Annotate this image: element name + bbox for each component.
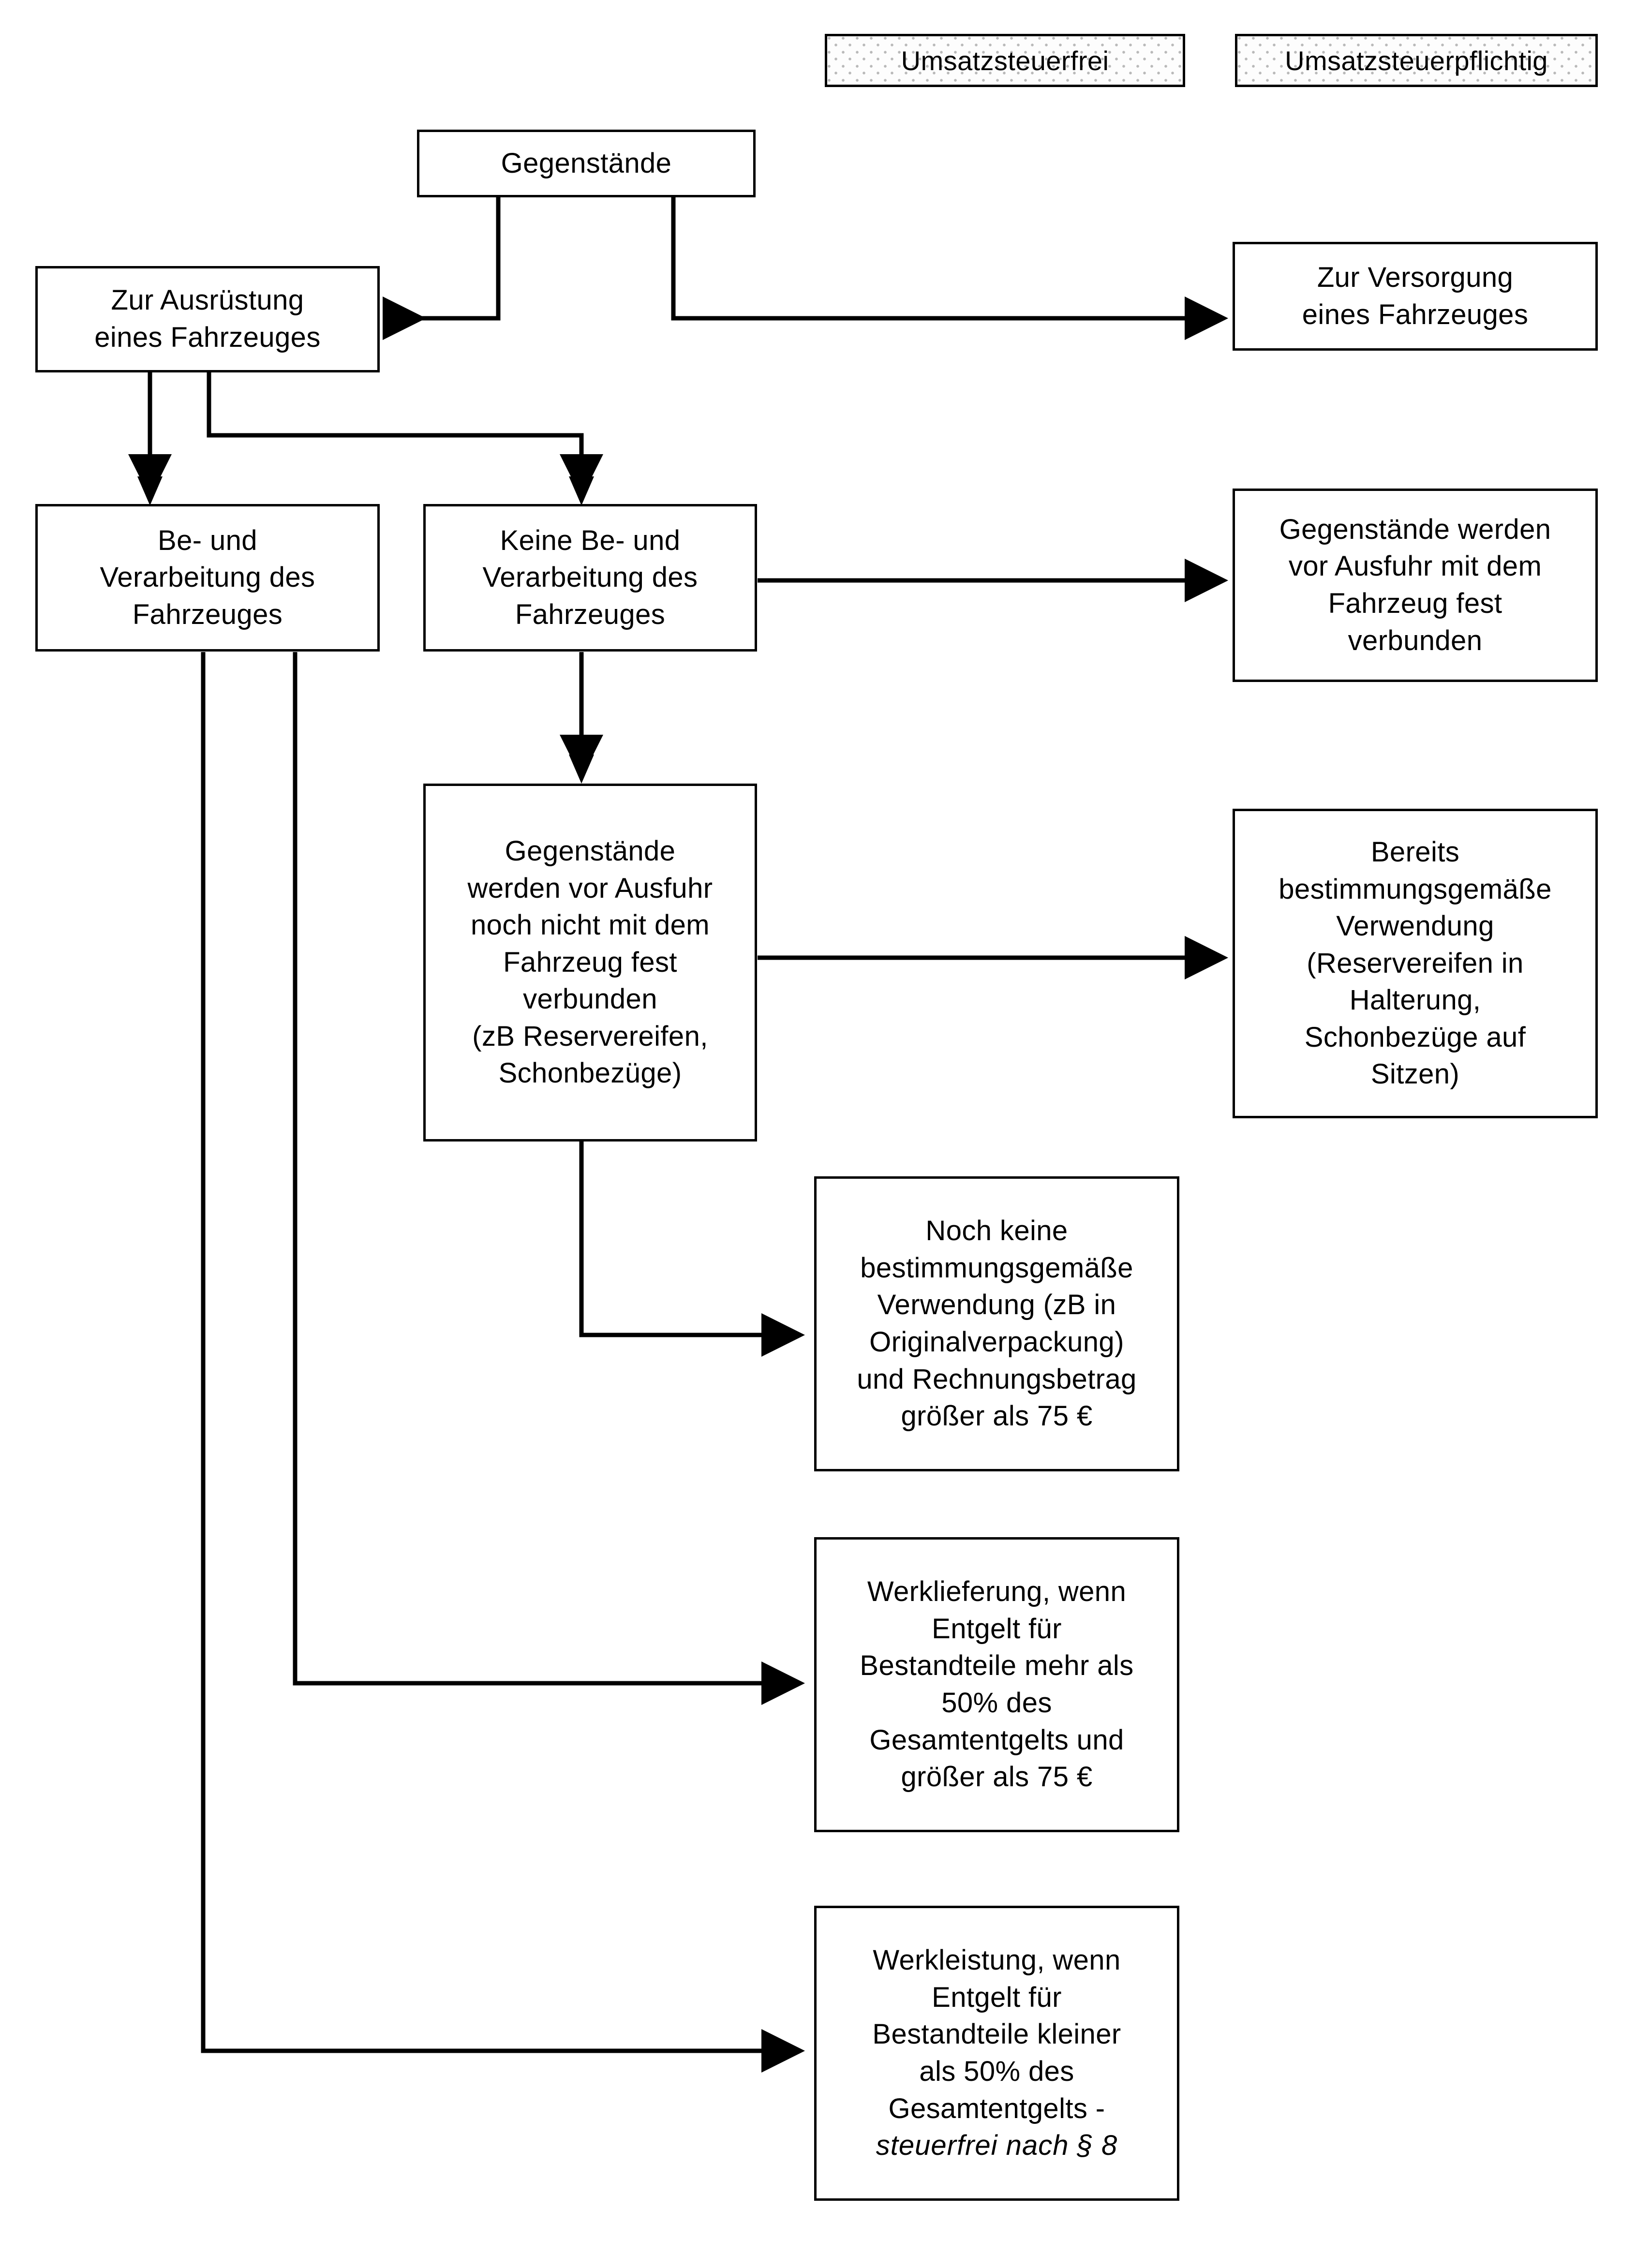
node-fest-verbunden-label: Gegenstände werden vor Ausfuhr mit dem F…: [1279, 513, 1551, 656]
node-zur-versorgung-label: Zur Versorgung eines Fahrzeuges: [1302, 261, 1529, 330]
node-keine-be-und-verarbeitung-label: Keine Be- und Verarbeitung des Fahrzeuge…: [482, 524, 698, 630]
node-noch-keine-bestimmungsgemaesse-label: Noch keine bestimmungsgemäße Verwendung …: [857, 1215, 1137, 1432]
edge-gegenstaende-ausruestung: [383, 196, 501, 340]
edge-beverarbeitung-werklieferung: [293, 652, 805, 1705]
legend-taxable-label: Umsatzsteuerpflichtig: [1285, 45, 1548, 76]
node-werkleistung: Werkleistung, wenn Entgelt für Bestandte…: [814, 1906, 1179, 2201]
node-bereits-bestimmungsgemaesse: Bereits bestimmungsgemäße Verwendung (Re…: [1233, 809, 1598, 1118]
edge-ausruestung-keinebeverarbeitung: [207, 372, 603, 498]
arrowhead-down-beverarbeitung: [137, 476, 163, 505]
legend-tax-free: Umsatzsteuerfrei: [825, 34, 1185, 87]
node-gegenstaende: Gegenstände: [417, 130, 756, 197]
node-zur-ausruestung-label: Zur Ausrüstung eines Fahrzeuges: [94, 284, 321, 353]
node-noch-nicht-verbunden-label: Gegenstände werden vor Ausfuhr noch nich…: [467, 835, 713, 1089]
node-be-und-verarbeitung-label: Be- und Verarbeitung des Fahrzeuges: [100, 524, 315, 630]
edge-nochnicht-nochkeine: [579, 1141, 805, 1357]
legend-tax-free-label: Umsatzsteuerfrei: [901, 45, 1109, 76]
node-werklieferung: Werklieferung, wenn Entgelt für Bestandt…: [814, 1537, 1179, 1832]
node-werkleistung-body: Werkleistung, wenn Entgelt für Bestandte…: [817, 1942, 1177, 2164]
edge-beverarbeitung-werkleistung: [201, 652, 805, 2073]
node-werkleistung-main: Werkleistung, wenn Entgelt für Bestandte…: [872, 1944, 1121, 2124]
arrowheads-down: [137, 476, 594, 784]
node-werkleistung-italic: steuerfrei nach § 8: [876, 2130, 1118, 2162]
node-keine-be-und-verarbeitung: Keine Be- und Verarbeitung des Fahrzeuge…: [423, 504, 757, 652]
node-be-und-verarbeitung: Be- und Verarbeitung des Fahrzeuges: [35, 504, 380, 652]
edge-gegenstaende-versorgung: [671, 196, 1228, 340]
node-zur-ausruestung: Zur Ausrüstung eines Fahrzeuges: [35, 266, 380, 372]
arrowhead-down-keine: [569, 476, 594, 505]
node-gegenstaende-label: Gegenstände: [501, 147, 672, 179]
arrowhead-down-nochnicht: [569, 755, 594, 784]
node-noch-nicht-verbunden: Gegenstände werden vor Ausfuhr noch nich…: [423, 784, 757, 1141]
legend-taxable: Umsatzsteuerpflichtig: [1235, 34, 1598, 87]
node-zur-versorgung: Zur Versorgung eines Fahrzeuges: [1233, 242, 1598, 351]
node-noch-keine-bestimmungsgemaesse: Noch keine bestimmungsgemäße Verwendung …: [814, 1176, 1179, 1471]
node-werklieferung-label: Werklieferung, wenn Entgelt für Bestandt…: [860, 1576, 1134, 1793]
node-fest-verbunden: Gegenstände werden vor Ausfuhr mit dem F…: [1233, 489, 1598, 682]
node-bereits-bestimmungsgemaesse-label: Bereits bestimmungsgemäße Verwendung (Re…: [1279, 836, 1552, 1090]
